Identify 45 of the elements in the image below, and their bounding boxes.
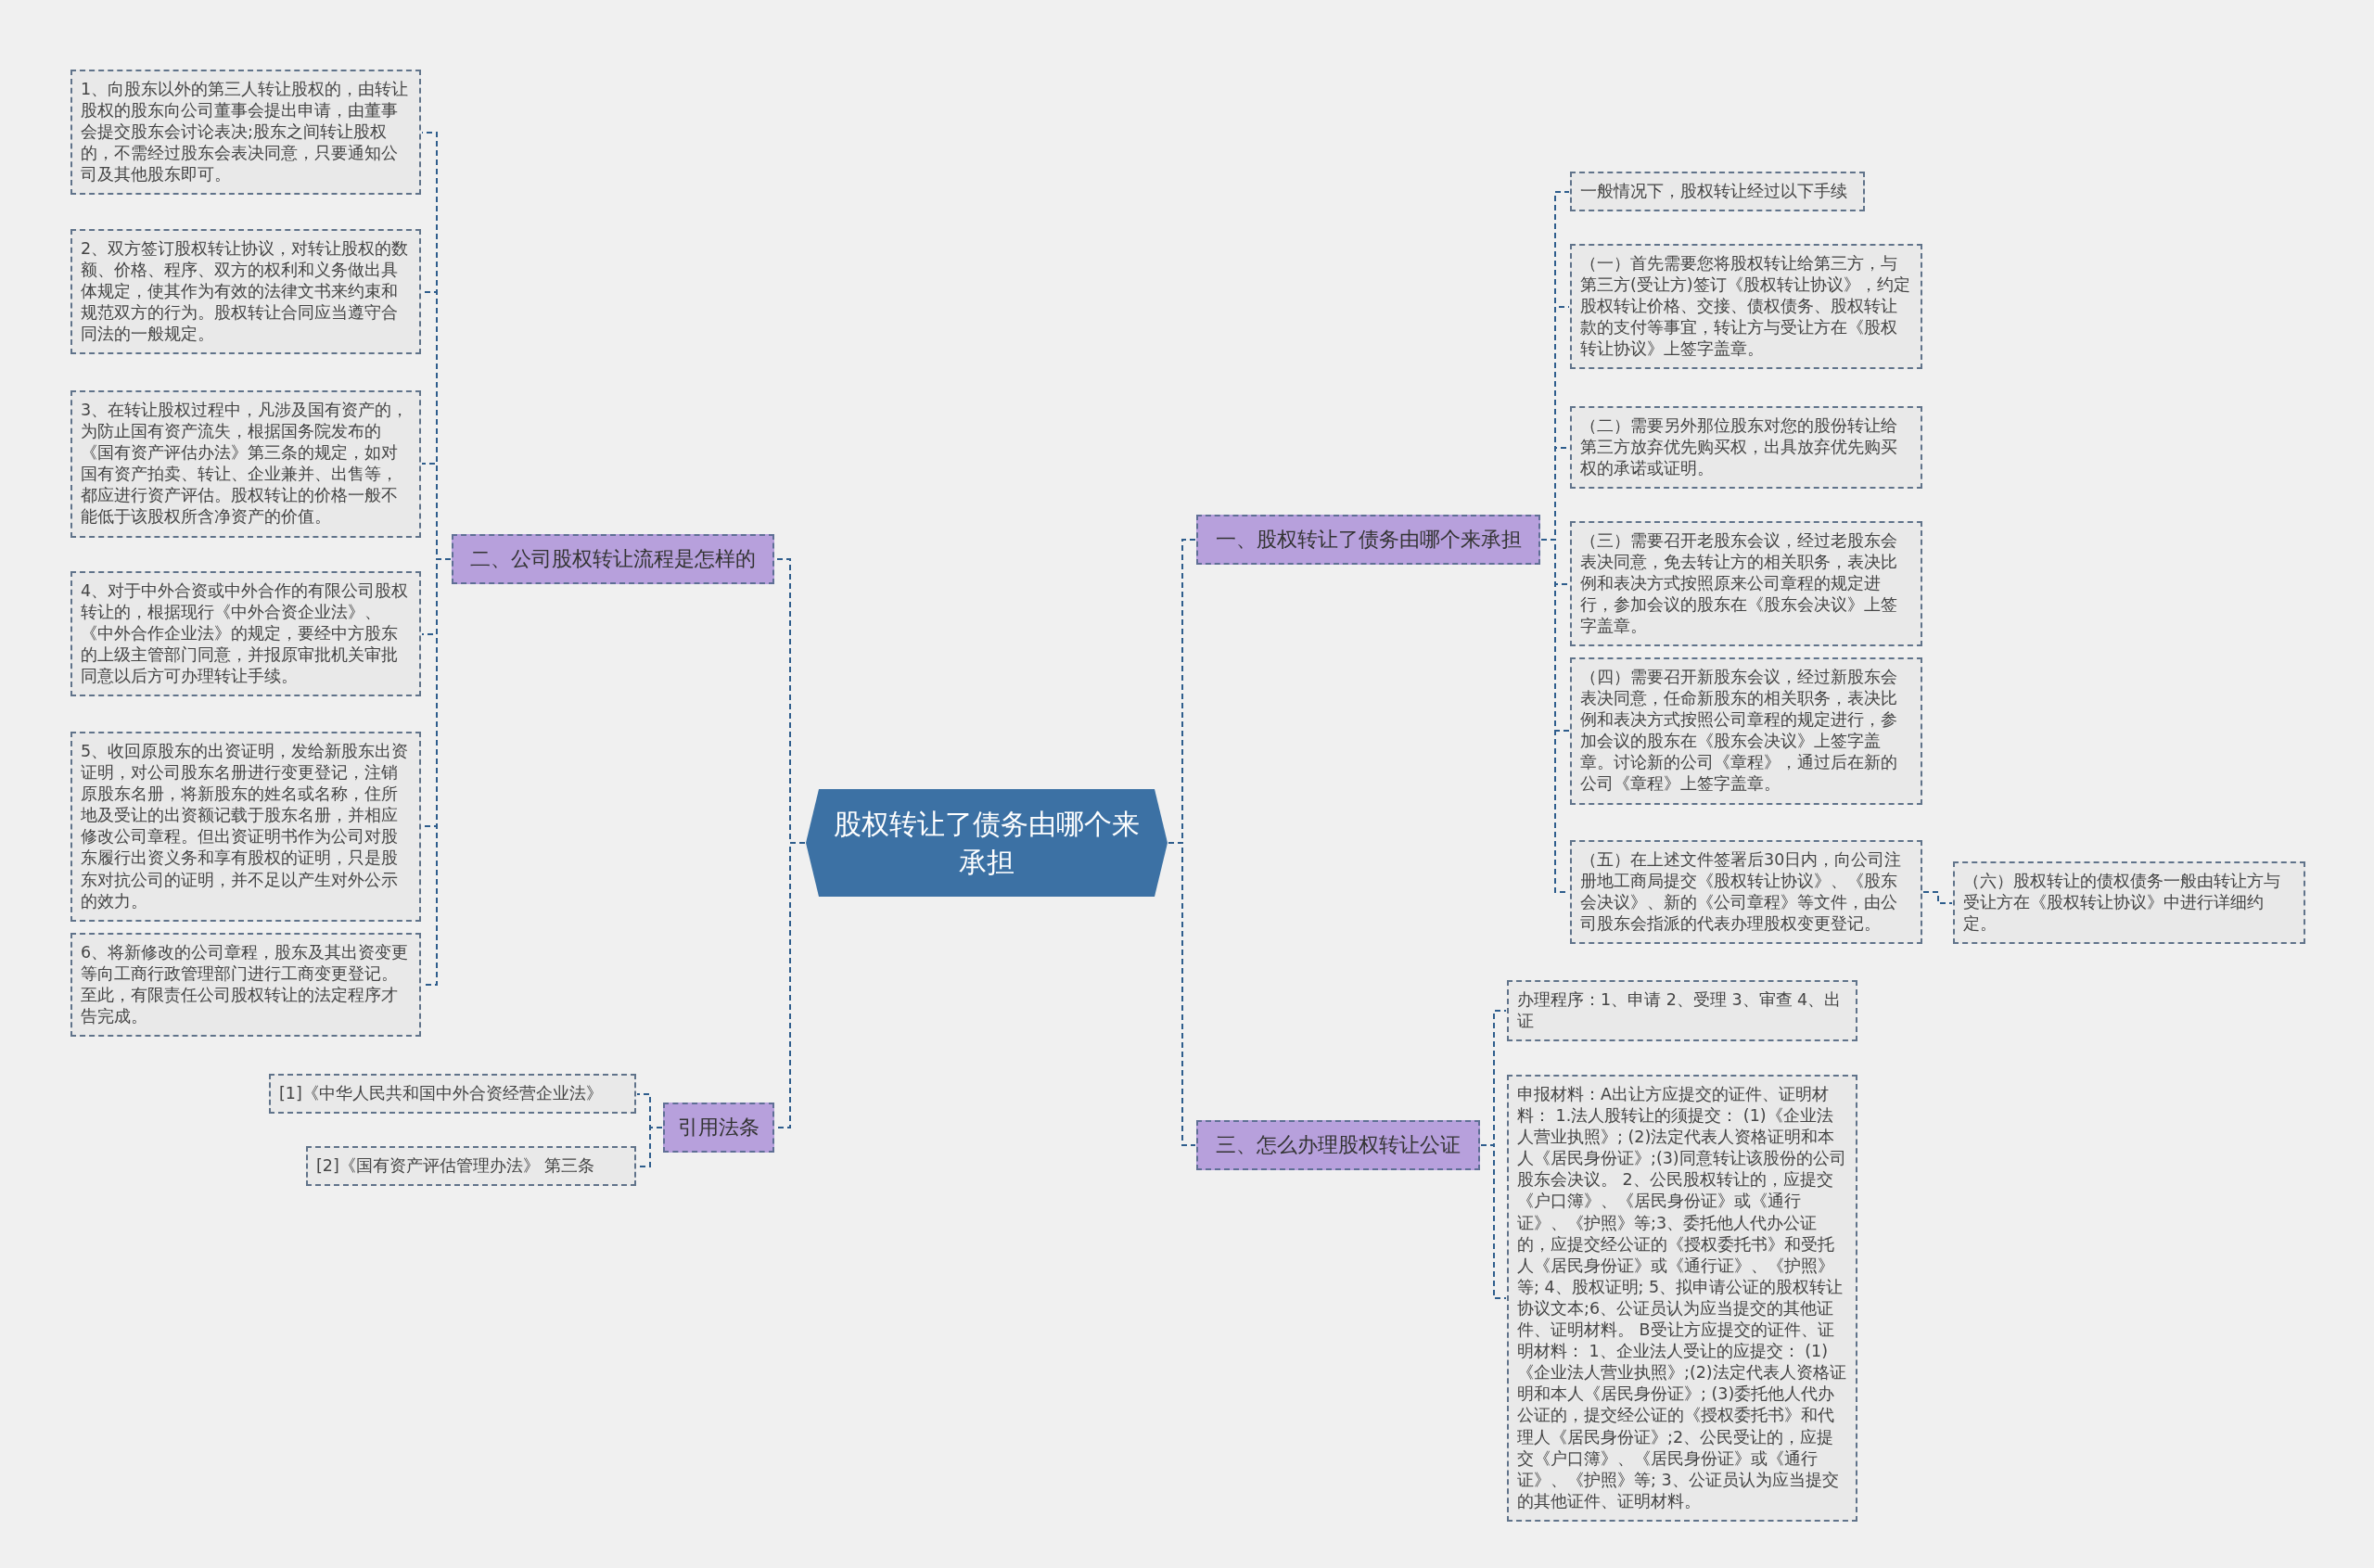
note-card — [269, 1074, 636, 1115]
note-card — [70, 390, 421, 538]
note-card — [1570, 244, 1922, 370]
note-card — [1570, 406, 1922, 490]
note-text: 3、在转让股权过程中，凡涉及国有资产的，为防止国有资产流失，根据国务院发布的《国有资产评估办法》第三条的规定，如对国有资产拍卖、转让、企业兼并、出售等，都应进行资产评估。股权转让的价格一般不能低于该股权所含净资产的价值。 — [81, 400, 410, 529]
connector-line — [1168, 842, 1196, 1146]
note-text: （三）需要召开老股东会议，经过老股东会表决同意，免去转让方的相关职务，表决比例和表决方式按照原来公司章程的规定进行，参加会议的股东在《股东会决议》上签字盖章。 — [1580, 530, 1898, 638]
note-text: （一）首先需要您将股权转让给第三方，与第三方(受让方)签订《股权转让协议》，约定股权转让价格、交接、债权债务、股权转让款的支付等事宜，转让方与受让方在《股权转让协议》上签字盖章。 — [1580, 253, 1911, 361]
note-card — [1570, 521, 1922, 647]
note-text: 1、向股东以外的第三人转让股权的，由转让股权的股东向公司董事会提出申请，由董事会提交股东会讨论表决;股东之间转让股权的，不需经过股东会表决同意，只要通知公司及其他股东即可。 — [81, 79, 410, 186]
branch-label: 一、股权转让了债务由哪个来承担 — [1215, 527, 1522, 553]
branch-label: 三、怎么办理股权转让公证 — [1216, 1132, 1461, 1158]
note-card — [1953, 861, 2305, 945]
note-text: 一般情况下，股权转让经过以下手续 — [1580, 181, 1848, 202]
note-text: 2、双方签订股权转让协议，对转让股权的数额、价格、程序、双方的权利和义务做出具体规定，使其作为有效的法律文书来约束和规范双方的行为。股权转让合同应当遵守合同法的一般规定。 — [81, 238, 410, 346]
note-card — [1570, 657, 1922, 805]
note-text: （二）需要另外那位股东对您的股份转让给第三方放弃优先购买权，出具放弃优先购买权的承诺或证明。 — [1580, 415, 1898, 480]
note-text: （四）需要召开新股东会议，经过新股东会表决同意，任命新股东的相关职务，表决比例和表决方式按照公司章程的规定进行，参加会议的股东在《股东会决议》上签字盖章。讨论新的公司《章程》，通过后在新的公司《章程》上签字盖章。 — [1580, 667, 1898, 796]
note-card — [70, 229, 421, 355]
note-card — [70, 732, 421, 922]
note-text: （六）股权转让的债权债务一般由转让方与受让方在《股权转让协议》中进行详细约定。 — [1963, 871, 2281, 936]
branch-topic — [1196, 1120, 1480, 1170]
branch-label: 二、公司股权转让流程是怎样的 — [470, 546, 756, 572]
branch-label: 引用法条 — [678, 1115, 759, 1141]
note-card — [70, 933, 421, 1038]
note-text: （五）在上述文件签署后30日内，向公司注册地工商局提交《股权转让协议》、《股东会决议》、新的《公司章程》等文件，由公司股东会指派的代表办理股权变更登记。 — [1580, 849, 1903, 936]
note-card — [70, 571, 421, 697]
connector-line — [1480, 1144, 1507, 1299]
note-text: 6、将新修改的公司章程，股东及其出资变更等向工商行政管理部门进行工商变更登记。至此，有限责任公司股权转让的法定程序才告完成。 — [81, 942, 410, 1028]
note-text: 办理程序：1、申请 2、受理 3、审查 4、出证 — [1517, 989, 1843, 1033]
note-text: [2]《国有资产评估管理办法》 第三条 — [316, 1155, 596, 1177]
note-text: 申报材料：A出让方应提交的证件、证明材料： 1.法人股转让的须提交： (1)《企业法人营业执照》; (2)法定代表人资格证明和本人《居民身份证》;(3)同意转让该股份的公司股东会决议。 2、公民股权转让的，应提交《户口簿》、《居民身份证》或《通行证》、《护照》等;3、委托他人代办公证的，应提交经公证的《授权委托书》和受托人《居民身份证》或《通行证》、《护照》等; 4、股权证明; 5、拟申请公证的股权转让协议文本;6、公证员认为应当提交的其他证件、证明材料。 B受让方应提交的证件、证明材料： 1、企业法人受让的应提交： (1)《企业法人营业执照》;(2)法定代表人资格证明和本人《居民身份证》; (3)委托他人代办公证的，提交经公证的《授权委托书》和代理人《居民身份证》;2、公民受让的，应提交《户口簿》、《居民身份证》或《通行证》、《护照》等; 3、公证员认为应当提交的其他证件、证明材料。 — [1517, 1084, 1847, 1512]
branch-topic — [1196, 515, 1540, 565]
note-text: 5、收回原股东的出资证明，发给新股东出资证明，对公司股东名册进行变更登记，注销原股东名册，将新股东的姓名或名称，住所地及受让的出资额记载于股东名册，并相应修改公司章程。但出资证明书作为公司对股东履行出资义务和享有股权的证明，只是股东对抗公司的证明，并不足以产生对外公示的效力。 — [81, 741, 410, 912]
note-text: 4、对于中外合资或中外合作的有限公司股权转让的，根据现行《中外合资企业法》、《中外合作企业法》的规定，要经中方股东的上级主管部门同意，并报原审批机关审批同意以后方可办理转让手续。 — [81, 580, 410, 688]
connector-line — [1922, 891, 1953, 904]
note-card — [1570, 172, 1865, 212]
note-card — [70, 70, 421, 196]
branch-topic — [663, 1103, 774, 1153]
topic-title: 股权转让了债务由哪个来承担 — [833, 806, 1141, 880]
note-card — [1570, 840, 1922, 945]
note-text: [1]《中华人民共和国中外合资经营企业法》 — [279, 1083, 604, 1104]
note-card — [1507, 980, 1857, 1042]
branch-topic — [452, 534, 774, 584]
note-card — [306, 1146, 636, 1187]
